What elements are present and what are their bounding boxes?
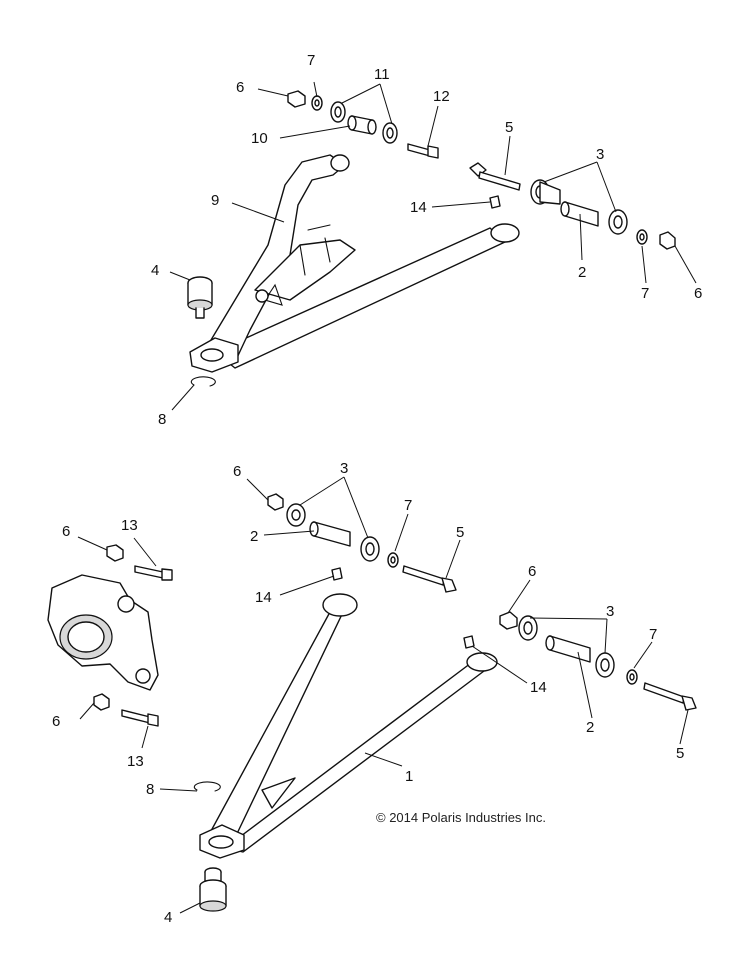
callout-lower-3b: 3: [606, 603, 614, 620]
callout-lower-7b: 7: [649, 626, 657, 643]
upper-sleeve-10: [347, 115, 377, 135]
upper-leader-lines: [169, 81, 697, 411]
lower-bolt-5b: [643, 682, 697, 711]
lower-a-arm: [199, 593, 498, 859]
upper-bushing-11a: [330, 101, 346, 123]
upper-bushing-3b: [608, 209, 628, 235]
upper-nut-6a: [287, 90, 306, 108]
lower-bushing-3a: [286, 503, 306, 527]
lower-sleeve-2b: [545, 635, 591, 663]
callout-upper-9: 9: [211, 192, 219, 209]
callout-upper-7b: 7: [641, 285, 649, 302]
upper-bushing-3a: [530, 179, 561, 205]
callout-upper-5: 5: [505, 119, 513, 136]
callout-lower-3a: 3: [340, 460, 348, 477]
callout-lower-5b: 5: [676, 745, 684, 762]
lower-nut-6a: [267, 493, 284, 511]
upper-zerk-14: [489, 195, 501, 209]
callout-lower-6d: 6: [528, 563, 536, 580]
lower-nut-6d: [499, 611, 518, 630]
callout-upper-14: 14: [410, 199, 427, 216]
callout-lower-13a: 13: [121, 517, 138, 534]
lower-washer-7a: [387, 552, 399, 568]
callout-upper-4: 4: [151, 262, 159, 279]
upper-ball-joint-4: [187, 276, 213, 319]
callout-lower-6b: 6: [62, 523, 70, 540]
callout-upper-11: 11: [374, 66, 390, 83]
callout-upper-3: 3: [596, 146, 604, 163]
callout-lower-13b: 13: [127, 753, 144, 770]
callout-lower-14b: 14: [530, 679, 547, 696]
upper-washer-7a: [311, 95, 323, 111]
lower-bushing-3d: [595, 652, 615, 678]
upper-washer-7b: [636, 229, 648, 245]
callout-labels: 6 7 11 12 10 5 3 9 14 4 2 7 6 8 6 3 13 6…: [52, 52, 702, 926]
callout-lower-5a: 5: [456, 524, 464, 541]
lower-sleeve-2a: [309, 521, 351, 547]
callout-lower-14a: 14: [255, 589, 272, 606]
upper-a-arm: [189, 154, 520, 373]
callout-lower-4: 4: [164, 909, 172, 926]
callout-upper-12: 12: [433, 88, 450, 105]
lower-bushing-3c: [518, 615, 538, 641]
lower-bolt-13b: [121, 709, 159, 727]
lower-nut-6b: [106, 544, 124, 562]
callout-lower-7a: 7: [404, 497, 412, 514]
upper-bolt-12: [407, 143, 439, 159]
upper-nut-6b: [659, 231, 676, 250]
lower-bushing-3b: [360, 536, 380, 562]
callout-upper-8: 8: [158, 411, 166, 428]
lower-bolt-5a: [402, 565, 457, 593]
lower-zerk-14a: [331, 567, 343, 581]
upper-bushing-11b: [382, 122, 398, 144]
lower-washer-7b: [626, 669, 638, 685]
callout-lower-2b: 2: [586, 719, 594, 736]
callout-upper-2: 2: [578, 264, 586, 281]
lower-zerk-14b: [463, 635, 475, 649]
lower-knuckle: [47, 574, 159, 691]
callout-upper-10: 10: [251, 130, 268, 147]
upper-bolt-5: [469, 162, 521, 191]
callout-lower-6c: 6: [52, 713, 60, 730]
lower-leader-lines: [77, 476, 689, 914]
callout-upper-7a: 7: [307, 52, 315, 69]
callout-upper-6a: 6: [236, 79, 244, 96]
callout-lower-1: 1: [405, 768, 413, 785]
callout-lower-6a: 6: [233, 463, 241, 480]
copyright-notice: © 2014 Polaris Industries Inc.: [376, 810, 546, 825]
lower-ball-joint-4: [199, 867, 227, 912]
upper-sleeve-2: [560, 201, 599, 227]
upper-circlip-8: [190, 376, 216, 387]
callout-lower-8: 8: [146, 781, 154, 798]
callout-upper-6b: 6: [694, 285, 702, 302]
lower-nut-6c: [93, 693, 110, 711]
lower-circlip-8: [193, 781, 221, 792]
lower-bolt-13a: [134, 565, 173, 581]
callout-lower-2a: 2: [250, 528, 258, 545]
